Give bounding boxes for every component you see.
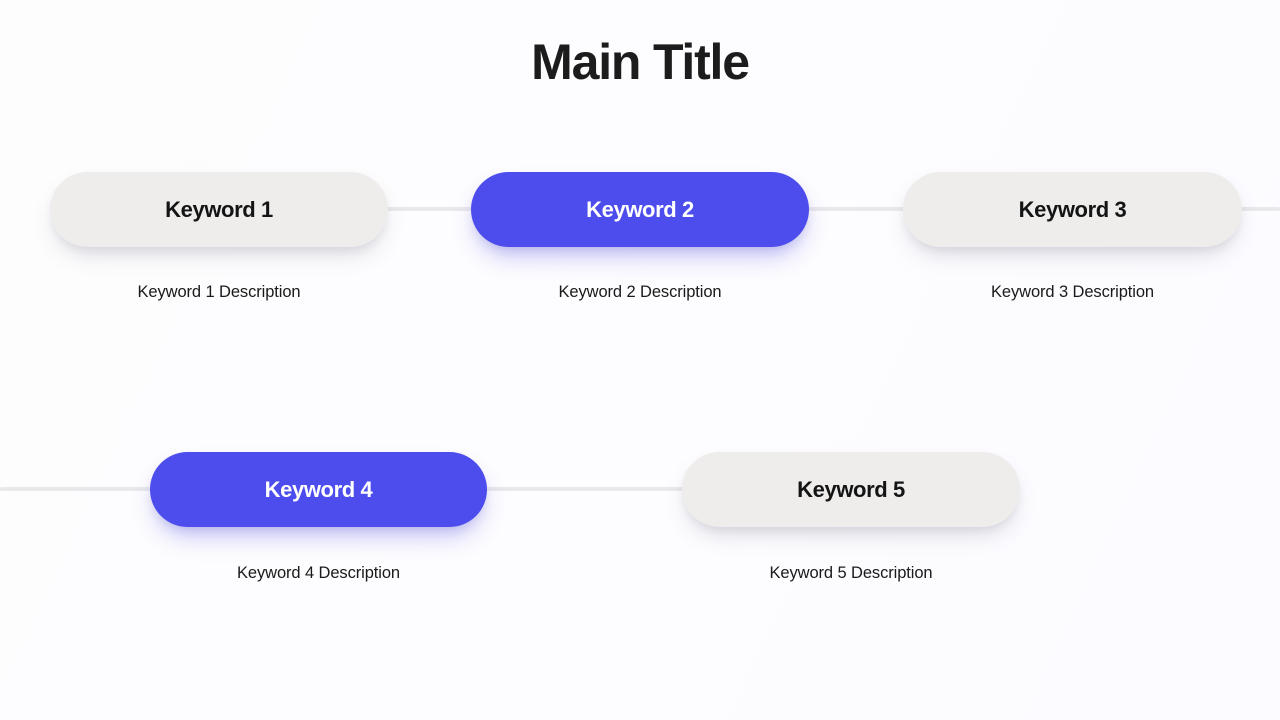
connector-keyword-1-to-keyword-2 (384, 207, 475, 211)
description-keyword-3: Keyword 3 Description (991, 283, 1154, 301)
pill-keyword-2[interactable]: Keyword 2 (471, 172, 809, 247)
pill-label-keyword-1: Keyword 1 (165, 196, 273, 222)
pill-label-keyword-3: Keyword 3 (1018, 196, 1127, 222)
pill-label-keyword-4: Keyword 4 (264, 476, 373, 502)
connector-incoming-to-keyword-4 (0, 487, 156, 491)
connector-keyword-4-to-keyword-5 (483, 487, 686, 491)
description-keyword-5: Keyword 5 Description (769, 564, 933, 582)
page-title: Main Title (531, 34, 750, 90)
description-keyword-1: Keyword 1 Description (137, 283, 301, 301)
description-keyword-4: Keyword 4 Description (237, 564, 400, 582)
pill-label-keyword-2: Keyword 2 (586, 196, 694, 222)
connector-keyword-2-to-keyword-3 (805, 207, 907, 211)
description-keyword-2: Keyword 2 Description (558, 283, 722, 301)
pill-keyword-5[interactable]: Keyword 5 (682, 452, 1020, 527)
pill-keyword-1[interactable]: Keyword 1 (50, 172, 388, 247)
pill-label-keyword-5: Keyword 5 (797, 476, 905, 502)
pill-keyword-4[interactable]: Keyword 4 (150, 452, 487, 527)
connector-keyword-3-outgoing (1238, 207, 1280, 211)
pill-keyword-3[interactable]: Keyword 3 (903, 172, 1242, 247)
